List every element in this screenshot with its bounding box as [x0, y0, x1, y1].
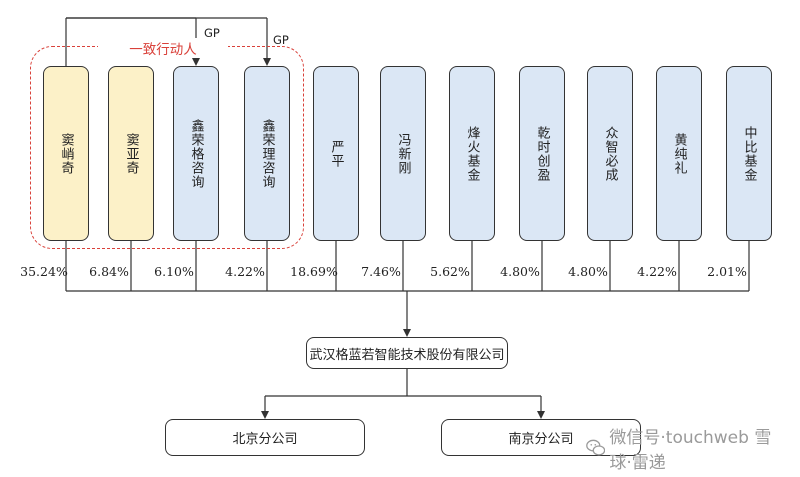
- shareholder-box: 烽火基金: [449, 66, 495, 241]
- shareholding-pct: 4.22%: [637, 264, 677, 279]
- shareholder-box: 窦亚奇: [108, 66, 154, 241]
- shareholder-box: 中比基金: [726, 66, 772, 241]
- shareholding-pct: 35.24%: [20, 264, 68, 279]
- shareholding-pct: 5.62%: [430, 264, 470, 279]
- shareholder-name: 众智必成: [602, 125, 618, 182]
- main-company-box: 武汉格蓝若智能技术股份有限公司: [306, 337, 508, 369]
- shareholder-box: 乾时创盈: [519, 66, 565, 241]
- watermark: 微信号·touchweb 雪球·雷递: [586, 428, 786, 473]
- subsidiary-nanjing: 南京分公司: [441, 419, 641, 456]
- shareholder-name: 冯新刚: [395, 132, 411, 175]
- concert-party-label: 一致行动人: [98, 38, 228, 58]
- shareholder-box: 众智必成: [587, 66, 633, 241]
- shareholding-pct: 18.69%: [290, 264, 338, 279]
- shareholding-pct: 4.22%: [225, 264, 265, 279]
- shareholder-box: 黄纯礼: [656, 66, 702, 241]
- shareholder-box: 严平: [313, 66, 359, 241]
- shareholder-box: 窦峭奇: [43, 66, 89, 241]
- gp-label-2: GP: [273, 33, 289, 47]
- gp-label-1: GP: [204, 26, 220, 40]
- shareholder-name: 黄纯礼: [671, 132, 687, 175]
- shareholder-name: 中比基金: [741, 125, 757, 182]
- shareholder-name: 鑫荣格咨询: [188, 118, 204, 189]
- shareholder-name: 窦亚奇: [123, 132, 139, 175]
- shareholding-pct: 6.84%: [89, 264, 129, 279]
- shareholder-name: 乾时创盈: [534, 125, 550, 182]
- shareholder-name: 烽火基金: [464, 125, 480, 182]
- shareholding-pct: 6.10%: [154, 264, 194, 279]
- shareholder-box: 冯新刚: [380, 66, 426, 241]
- shareholder-box: 鑫荣格咨询: [173, 66, 219, 241]
- shareholder-name: 鑫荣理咨询: [259, 118, 275, 189]
- shareholding-pct: 2.01%: [707, 264, 747, 279]
- shareholder-box: 鑫荣理咨询: [244, 66, 290, 241]
- shareholding-pct: 7.46%: [361, 264, 401, 279]
- shareholder-name: 窦峭奇: [58, 132, 74, 175]
- shareholding-pct: 4.80%: [500, 264, 540, 279]
- subsidiary-beijing: 北京分公司: [165, 419, 365, 456]
- shareholder-name: 严平: [328, 139, 344, 168]
- wechat-icon: [586, 439, 606, 456]
- shareholding-pct: 4.80%: [568, 264, 608, 279]
- watermark-text: 微信号·touchweb 雪球·雷递: [609, 428, 772, 473]
